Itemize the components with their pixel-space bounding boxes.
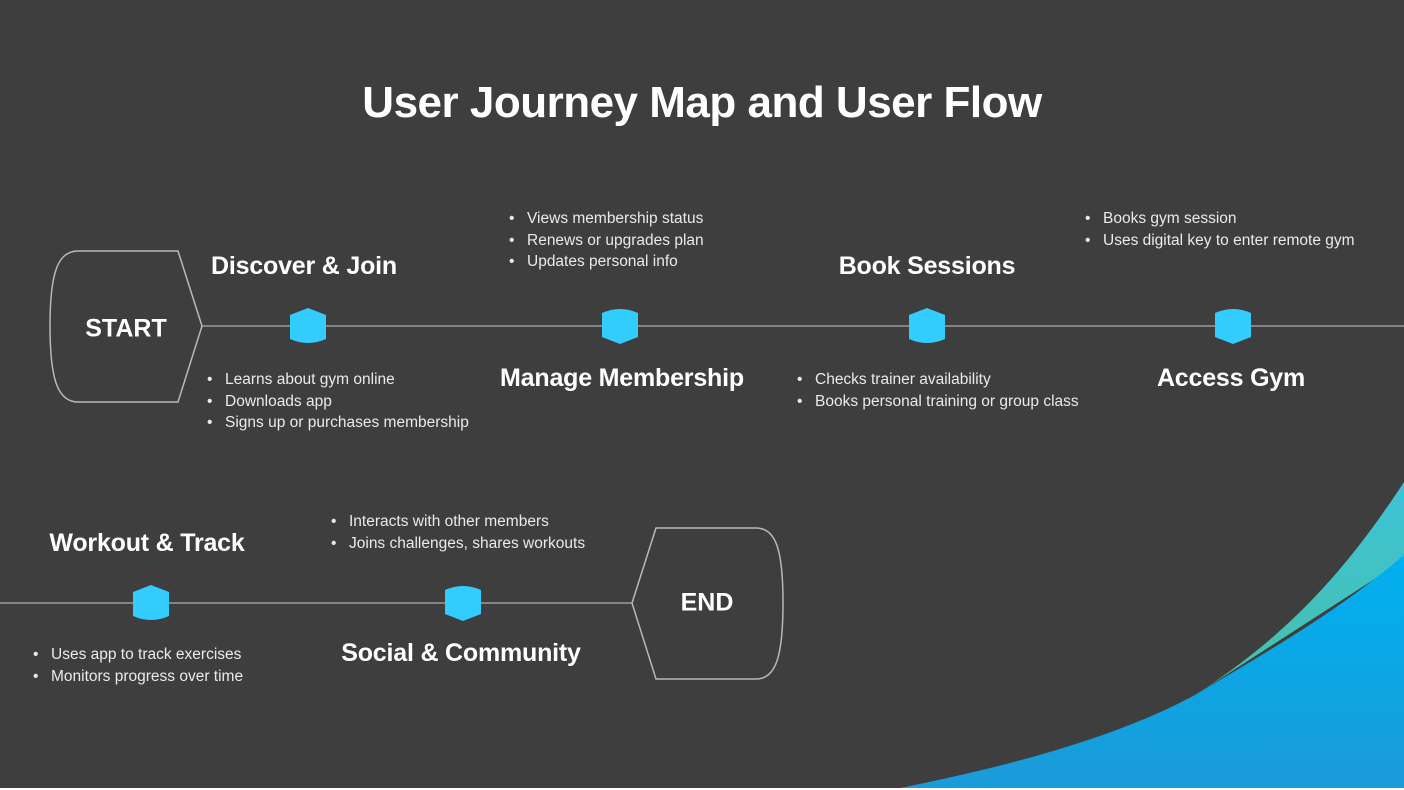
- stage-node-discover-join[interactable]: [290, 308, 326, 343]
- stage-bullets-social-community: Interacts with other members Joins chall…: [329, 511, 585, 554]
- bullet-item: Views membership status: [507, 208, 704, 230]
- stage-title-book-sessions: Book Sessions: [838, 252, 1016, 280]
- stage-bullets-book-sessions: Checks trainer availability Books person…: [795, 369, 1079, 412]
- end-terminal-shape[interactable]: [631, 527, 784, 680]
- stage-title-manage-membership: Manage Membership: [500, 364, 744, 392]
- stage-node-workout-track[interactable]: [133, 585, 169, 620]
- stage-bullets-workout-track: Uses app to track exercises Monitors pro…: [31, 644, 243, 687]
- bullet-item: Books personal training or group class: [795, 391, 1079, 413]
- bullet-item: Renews or upgrades plan: [507, 230, 704, 252]
- decor-blue-swoosh: [900, 555, 1404, 788]
- stage-bullets-discover-join: Learns about gym online Downloads app Si…: [205, 369, 469, 434]
- stage-title-workout-track: Workout & Track: [49, 529, 245, 557]
- stage-node-book-sessions[interactable]: [909, 308, 945, 343]
- page-title: User Journey Map and User Flow: [362, 78, 1042, 127]
- bullet-item: Monitors progress over time: [31, 666, 243, 688]
- bullet-item: Interacts with other members: [329, 511, 585, 533]
- bullet-item: Books gym session: [1083, 208, 1355, 230]
- bullet-item: Checks trainer availability: [795, 369, 1079, 391]
- start-terminal-shape[interactable]: [49, 250, 203, 403]
- bullet-item: Downloads app: [205, 391, 469, 413]
- bullet-item: Joins challenges, shares workouts: [329, 533, 585, 555]
- bullet-item: Uses digital key to enter remote gym: [1083, 230, 1355, 252]
- bullet-item: Updates personal info: [507, 251, 704, 273]
- bullet-item: Uses app to track exercises: [31, 644, 243, 666]
- end-label: END: [680, 588, 734, 617]
- stage-bullets-access-gym: Books gym session Uses digital key to en…: [1083, 208, 1355, 251]
- stage-node-access-gym[interactable]: [1215, 309, 1251, 344]
- bullet-item: Learns about gym online: [205, 369, 469, 391]
- stage-node-manage-membership[interactable]: [602, 309, 638, 344]
- stage-title-social-community: Social & Community: [341, 639, 581, 667]
- start-label: START: [85, 314, 167, 343]
- stage-title-access-gym: Access Gym: [1156, 364, 1306, 392]
- stage-bullets-manage-membership: Views membership status Renews or upgrad…: [507, 208, 704, 273]
- stage-title-discover-join: Discover & Join: [211, 252, 397, 280]
- stage-node-social-community[interactable]: [445, 586, 481, 621]
- bullet-item: Signs up or purchases membership: [205, 412, 469, 434]
